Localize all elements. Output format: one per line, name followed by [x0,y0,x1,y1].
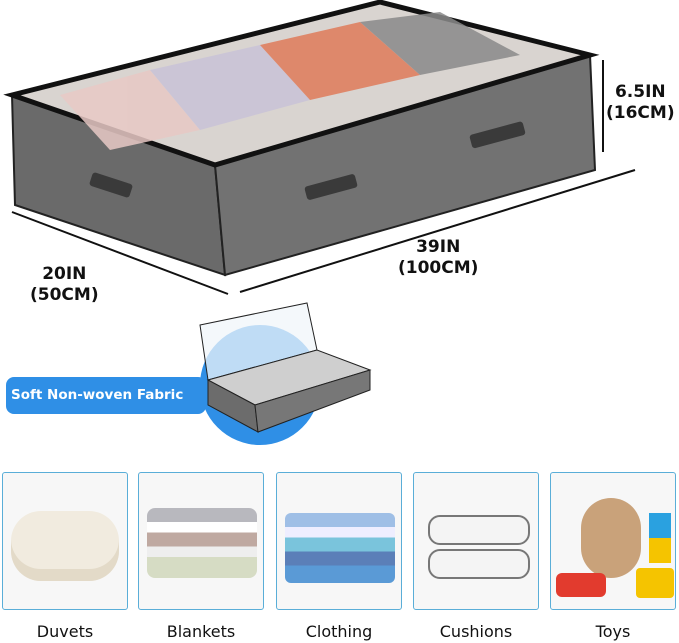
width-cm: (50CM) [30,285,99,305]
duvet-image [11,511,119,581]
use-label-blankets: Blankets [166,622,236,641]
use-card-blankets [138,472,264,610]
storage-bag-illustration [3,0,636,295]
use-card-clothing [276,472,402,610]
length-dimension: 39IN (100CM) [398,237,478,279]
blanket-image [147,508,257,578]
length-arrow [239,169,636,293]
teddy-bear [581,498,641,578]
toy-truck [636,568,674,598]
use-label-clothing: Clothing [305,622,373,641]
height-cm: (16CM) [606,103,675,123]
use-card-duvets [2,472,128,610]
open-bag-illustration [199,302,372,445]
width-arrow [11,211,229,295]
width-in: 20IN [42,264,87,284]
feature-label: Soft Non-woven Fabric [6,377,206,414]
width-dimension: 20IN (50CM) [30,264,99,306]
length-in: 39IN [416,237,461,257]
bag-front [254,369,371,433]
use-label-duvets: Duvets [36,622,94,641]
folded-clothes [60,12,520,150]
use-card-toys [550,472,676,610]
height-dimension: 6.5IN (16CM) [606,82,675,124]
handle-right [469,121,526,149]
toy-blocks [649,513,671,563]
length-cm: (100CM) [398,258,479,278]
use-label-toys: Toys [595,622,631,641]
pillow-top [428,515,530,545]
handle-left [89,172,133,198]
use-card-cushions [413,472,539,610]
pillow-bottom [428,549,530,579]
toy-car [556,573,606,597]
clothing-image [285,513,395,583]
height-in: 6.5IN [614,82,666,102]
use-label-cushions: Cushions [439,622,513,641]
handle-center [304,174,358,200]
